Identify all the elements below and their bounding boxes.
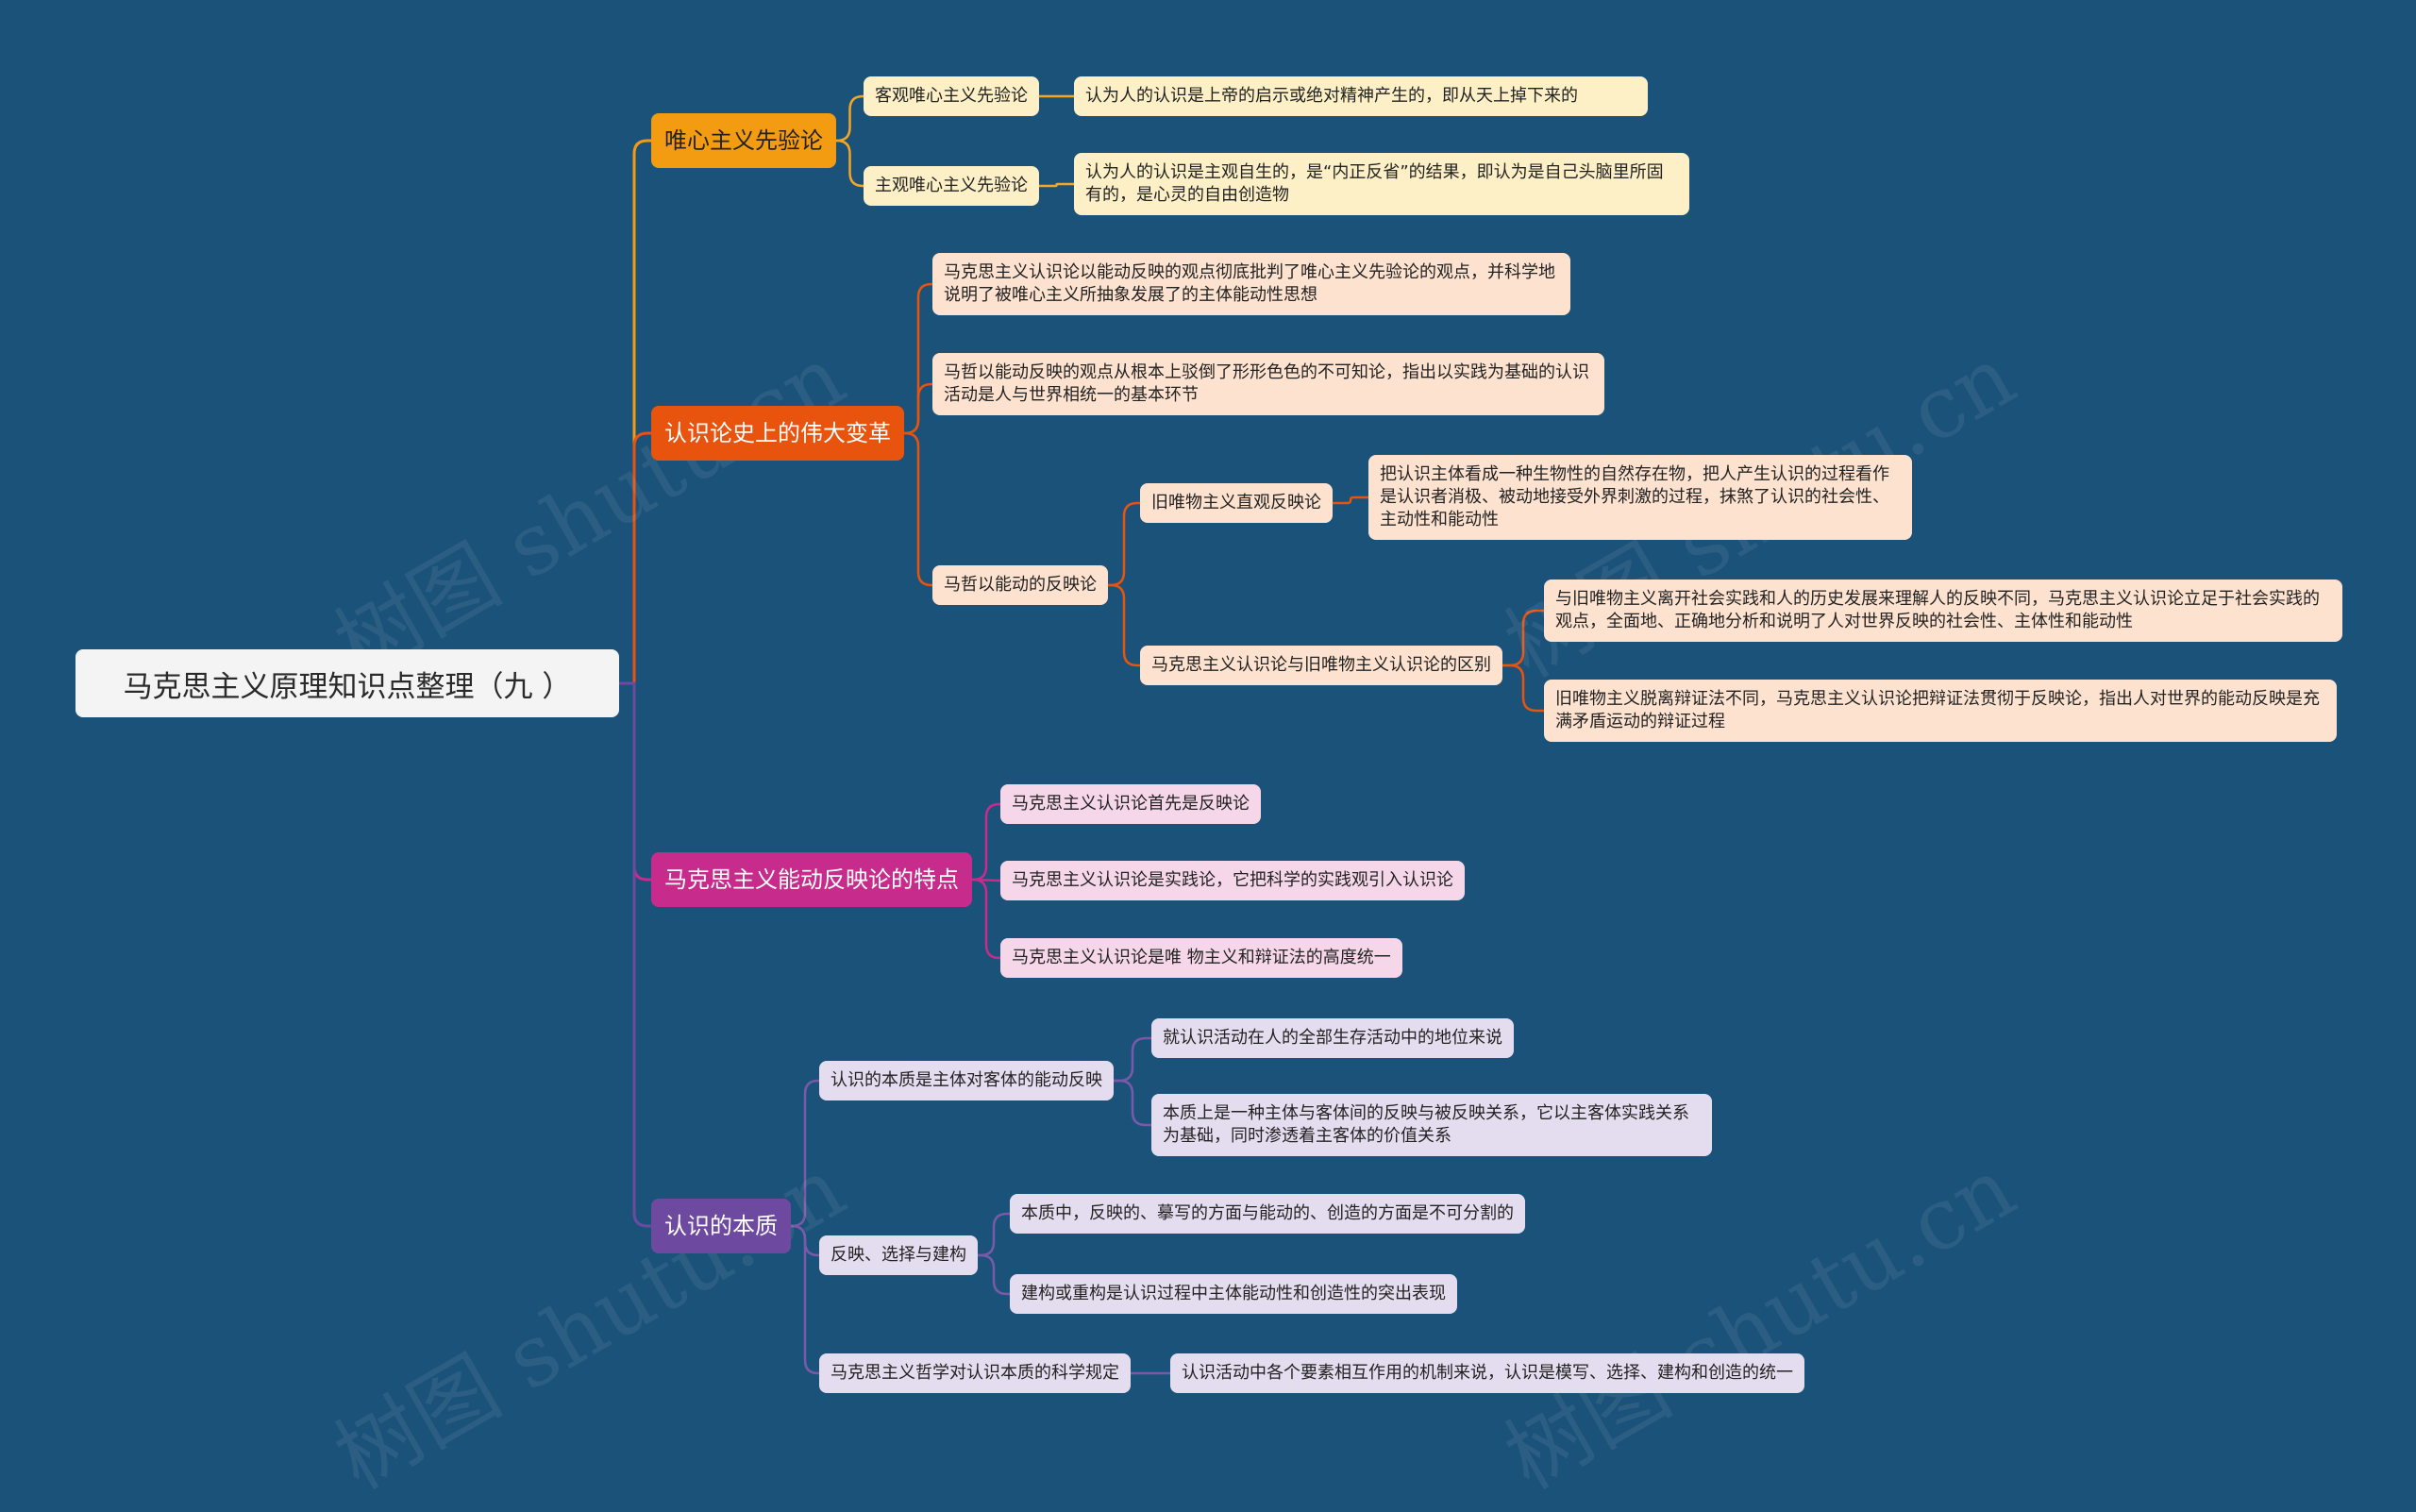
connector-b4-c [791, 1224, 819, 1375]
connector-root-b2 [619, 431, 651, 685]
node-essence-relation[interactable]: 本质上是一种主体与客体间的反映与被反映关系，它以主客体实践关系为基础，同时渗透着… [1151, 1094, 1712, 1156]
node-reflection-selection[interactable]: 反映、选择与建构 [819, 1235, 978, 1275]
connector-b4a-1 [1114, 1036, 1151, 1083]
root-node[interactable]: 马克思主义原理知识点整理（九 ） [76, 649, 619, 717]
node-active-reflection[interactable]: 马哲以能动的反映论 [932, 565, 1108, 605]
branch-great-revolution[interactable]: 认识论史上的伟大变革 [651, 406, 904, 461]
node-essence-active[interactable]: 认识的本质是主体对客体的能动反映 [819, 1061, 1114, 1100]
connector-b3-c [972, 878, 1000, 960]
node-objective-idealism-detail[interactable]: 认为人的认识是上帝的启示或绝对精神产生的，即从天上掉下来的 [1074, 76, 1648, 116]
node-critique-apriorism[interactable]: 马克思主义认识论以能动反映的观点彻底批判了唯心主义先验论的观点，并科学地说明了被… [932, 253, 1570, 315]
branch-features[interactable]: 马克思主义能动反映论的特点 [651, 852, 972, 907]
connector-b4-a [791, 1079, 819, 1228]
node-inseparable[interactable]: 本质中，反映的、摹写的方面与能动的、创造的方面是不可分割的 [1010, 1194, 1525, 1234]
branch-essence[interactable]: 认识的本质 [651, 1199, 791, 1253]
node-feature-unity[interactable]: 马克思主义认识论是唯 物主义和辩证法的高度统一 [1000, 938, 1402, 978]
node-refute-agnosticism[interactable]: 马哲以能动反映的观点从根本上驳倒了形形色色的不可知论，指出以实践为基础的认识活动… [932, 353, 1604, 415]
connector-b4a-2 [1114, 1079, 1151, 1127]
node-old-materialism[interactable]: 旧唯物主义直观反映论 [1140, 483, 1333, 523]
node-difference-detail-2[interactable]: 旧唯物主义脱离辩证法不同，马克思主义认识论把辩证法贯彻于反映论，指出人对世界的能… [1544, 680, 2337, 742]
connector-b1-b [836, 139, 864, 188]
connector-b2c1-detail [1333, 496, 1368, 505]
node-subjective-idealism[interactable]: 主观唯心主义先验论 [864, 166, 1039, 206]
connector-b1b-detail [1039, 182, 1074, 188]
connector-b3-a [972, 802, 1000, 882]
connector-b2c-1 [1108, 501, 1140, 587]
connector-b2-c [904, 431, 932, 587]
connector-root-b1 [619, 139, 651, 685]
node-old-materialism-detail[interactable]: 把认识主体看成一种生物性的自然存在物，把人产生认识的过程看作是认识者消极、被动地… [1368, 455, 1912, 540]
node-essence-position[interactable]: 就认识活动在人的全部生存活动中的地位来说 [1151, 1018, 1514, 1058]
mindmap-canvas: 树图 shutu.cn 树图 shutu.cn 树图 shutu.cn 树图 s… [76, 76, 2342, 1508]
connector-b2c-2 [1108, 583, 1140, 667]
node-feature-practice[interactable]: 马克思主义认识论是实践论，它把科学的实践观引入认识论 [1000, 861, 1465, 900]
branch-idealism-apriorism[interactable]: 唯心主义先验论 [651, 113, 836, 168]
connector-root-b4 [619, 681, 651, 1228]
node-scientific-definition[interactable]: 马克思主义哲学对认识本质的科学规定 [819, 1353, 1131, 1393]
connector-lines [619, 94, 1544, 1375]
node-objective-idealism[interactable]: 客观唯心主义先验论 [864, 76, 1039, 116]
node-subjective-idealism-detail[interactable]: 认为人的认识是主观自生的，是“内正反省”的结果，即认为是自己头脑里所固有的，是心… [1074, 153, 1689, 215]
connector-b2c2-a [1502, 609, 1544, 667]
connector-b4b-1 [978, 1212, 1010, 1257]
connector-b2-b [904, 382, 932, 435]
node-difference-detail-1[interactable]: 与旧唯物主义离开社会实践和人的历史发展来理解人的反映不同，马克思主义认识论立足于… [1544, 580, 2342, 642]
connector-b2c2-b [1502, 664, 1544, 713]
node-feature-reflection[interactable]: 马克思主义认识论首先是反映论 [1000, 784, 1261, 824]
node-scientific-definition-detail[interactable]: 认识活动中各个要素相互作用的机制来说，认识是模写、选择、建构和创造的统一 [1170, 1353, 1804, 1393]
node-difference[interactable]: 马克思主义认识论与旧唯物主义认识论的区别 [1140, 646, 1502, 685]
connector-b4b-2 [978, 1253, 1010, 1296]
connector-b1-a [836, 94, 864, 143]
node-construction[interactable]: 建构或重构是认识过程中主体能动性和创造性的突出表现 [1010, 1274, 1457, 1314]
